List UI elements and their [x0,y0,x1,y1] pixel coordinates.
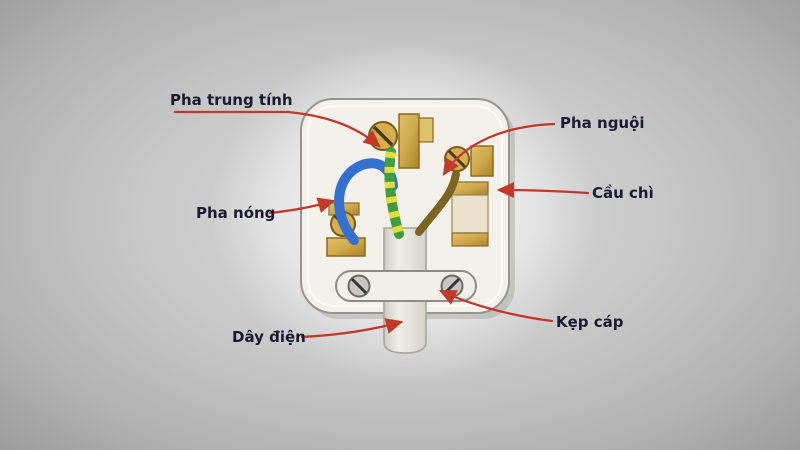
label-clamp: Kẹp cáp [556,313,624,331]
arrow-cable-label [300,318,404,339]
label-neutral: Pha trung tính [170,91,293,109]
label-cold: Pha nguội [560,114,645,132]
neutral-screw-slot [372,125,394,147]
cold-terminal-and-fuse [444,145,494,247]
label-hot: Pha nóng [196,204,275,222]
neutral-terminal-bracket [418,117,434,143]
arrow-cold-label [442,122,556,176]
clamp-screw-left-slot [350,277,368,295]
arrow-neutral-label [173,110,381,148]
fuse-body [451,194,489,234]
brown-cold-wire [415,170,460,236]
hot-terminal-block [326,237,366,257]
arrow-clamp-label [438,289,554,323]
arrow-hot-label [268,197,336,215]
neutral-wire-green-core [384,147,404,239]
label-cable: Dây điện [232,328,306,346]
green-yellow-neutral-wire [384,147,404,239]
cold-terminal-bracket [470,145,494,177]
label-fuse: Cầu chì [592,184,654,202]
fuse [451,181,489,247]
fuse-bottom-cap [451,232,489,247]
arrow-fuse-label [496,181,590,199]
neutral-terminal-plate [398,113,420,169]
